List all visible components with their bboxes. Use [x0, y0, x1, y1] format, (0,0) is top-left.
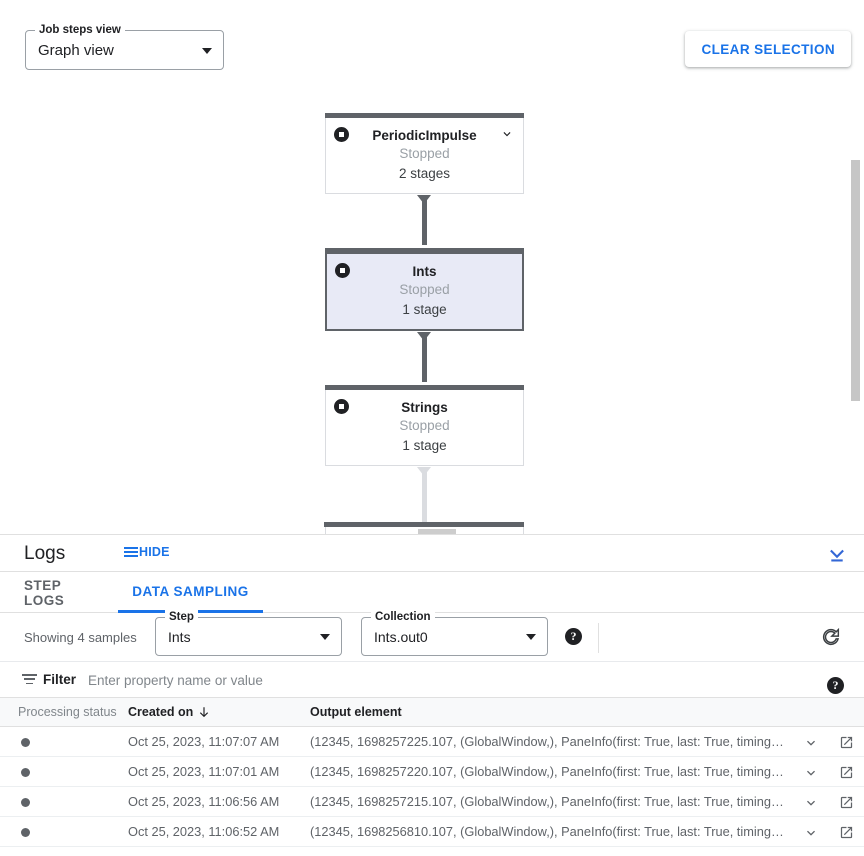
filter-row: Filter: [0, 662, 864, 698]
collection-select[interactable]: Collection Ints.out0: [361, 610, 548, 656]
graph-node-periodicimpulse[interactable]: PeriodicImpulse Stopped 2 stages: [325, 113, 524, 194]
expand-row-chevron-down-icon[interactable]: [803, 825, 819, 841]
graph-edge-strings-next: [417, 467, 431, 522]
hide-logs-label: HIDE: [139, 545, 170, 559]
stop-icon: [334, 399, 349, 414]
graph-canvas[interactable]: PeriodicImpulse Stopped 2 stages Ints St…: [0, 92, 864, 534]
open-in-new-icon[interactable]: [839, 735, 854, 750]
collapse-panel-button[interactable]: [825, 543, 849, 567]
cell-created-on: Oct 25, 2023, 11:07:01 AM: [128, 764, 280, 779]
graph-horizontal-scrollbar-thumb[interactable]: [418, 529, 456, 534]
hamburger-icon: [124, 546, 138, 558]
cell-output-element: (12345, 1698256810.107, (GlobalWindow,),…: [310, 824, 784, 839]
node-status: Stopped: [399, 418, 450, 433]
graph-node-strings[interactable]: Strings Stopped 1 stage: [325, 385, 524, 466]
filter-label: Filter: [43, 672, 77, 687]
chevron-down-icon: [202, 48, 212, 54]
processing-status-dot-icon: [21, 828, 30, 837]
step-select[interactable]: Step Ints: [155, 610, 342, 656]
expand-row-chevron-down-icon[interactable]: [803, 795, 819, 811]
table-row[interactable]: Oct 25, 2023, 11:06:56 AM (12345, 169825…: [0, 787, 864, 817]
node-title: PeriodicImpulse: [372, 128, 477, 143]
logs-panel: Logs HIDE STEP LOGS DATA SAMPLING Showin…: [0, 534, 864, 856]
processing-status-dot-icon: [21, 768, 30, 777]
node-stages: 2 stages: [398, 166, 451, 181]
controls-divider: [598, 623, 599, 653]
job-steps-view-value: Graph view: [38, 42, 114, 59]
cell-created-on: Oct 25, 2023, 11:06:56 AM: [128, 794, 280, 809]
open-in-new-icon[interactable]: [839, 765, 854, 780]
tab-data-sampling[interactable]: DATA SAMPLING: [118, 572, 263, 613]
step-select-value: Ints: [168, 629, 191, 645]
table-row[interactable]: Oct 25, 2023, 11:07:01 AM (12345, 169825…: [0, 757, 864, 787]
expand-row-chevron-down-icon[interactable]: [803, 735, 819, 751]
hide-logs-button[interactable]: HIDE: [124, 545, 170, 559]
node-top-bar: [325, 113, 524, 118]
node-stages: 1 stage: [402, 302, 447, 317]
collection-select-value: Ints.out0: [374, 629, 428, 645]
collection-select-label: Collection: [371, 610, 435, 624]
table-row[interactable]: Oct 25, 2023, 11:06:52 AM (12345, 169825…: [0, 817, 864, 847]
node-top-bar: [325, 248, 524, 254]
node-title: Strings: [401, 400, 448, 415]
filter-help-icon[interactable]: ?: [827, 677, 844, 694]
job-steps-view-select[interactable]: Job steps view Graph view: [25, 23, 224, 70]
showing-samples-text: Showing 4 samples: [24, 630, 137, 645]
open-in-new-icon[interactable]: [839, 795, 854, 810]
refresh-icon[interactable]: [820, 626, 842, 648]
node-stages: 1 stage: [402, 438, 447, 453]
filter-input[interactable]: [86, 662, 786, 698]
graph-vertical-scrollbar[interactable]: [851, 0, 862, 534]
open-in-new-icon[interactable]: [839, 825, 854, 840]
graph-node-ints[interactable]: Ints Stopped 1 stage: [325, 248, 524, 331]
graph-node-partial-top-bar: [324, 522, 524, 527]
cell-created-on: Oct 25, 2023, 11:07:07 AM: [128, 734, 280, 749]
node-status: Stopped: [399, 146, 450, 161]
node-top-bar: [325, 385, 524, 390]
step-select-label: Step: [165, 610, 198, 624]
processing-status-dot-icon: [21, 738, 30, 747]
logs-title: Logs: [24, 543, 66, 564]
data-sampling-controls: Showing 4 samples Step Ints Collection I…: [0, 610, 864, 662]
column-header-processing-status[interactable]: Processing status: [18, 705, 117, 719]
logs-panel-header: Logs HIDE: [0, 535, 864, 572]
chevron-down-icon: [320, 634, 330, 640]
stop-icon: [335, 263, 350, 278]
cell-created-on: Oct 25, 2023, 11:06:52 AM: [128, 824, 280, 839]
cell-output-element: (12345, 1698257220.107, (GlobalWindow,),…: [310, 764, 784, 779]
graph-toolbar: Job steps view Graph view CLEAR SELECTIO…: [0, 0, 864, 92]
expand-row-chevron-down-icon[interactable]: [803, 765, 819, 781]
samples-table-body: Oct 25, 2023, 11:07:07 AM (12345, 169825…: [0, 727, 864, 847]
stop-icon: [334, 127, 349, 142]
logs-tabs: STEP LOGS DATA SAMPLING: [0, 572, 864, 613]
table-row[interactable]: Oct 25, 2023, 11:07:07 AM (12345, 169825…: [0, 727, 864, 757]
cell-output-element: (12345, 1698257215.107, (GlobalWindow,),…: [310, 794, 784, 809]
graph-edge-ints-strings: [417, 332, 431, 382]
chevron-down-icon[interactable]: [500, 127, 514, 141]
help-icon[interactable]: ?: [565, 628, 582, 645]
samples-table-header: Processing status Created on Output elem…: [0, 698, 864, 727]
node-title: Ints: [412, 264, 437, 279]
cell-output-element: (12345, 1698257225.107, (GlobalWindow,),…: [310, 734, 784, 749]
clear-selection-button[interactable]: CLEAR SELECTION: [685, 31, 851, 67]
job-steps-view-label: Job steps view: [35, 23, 125, 37]
processing-status-dot-icon: [21, 798, 30, 807]
column-header-output-element[interactable]: Output element: [310, 705, 402, 719]
filter-icon: [22, 674, 37, 685]
job-graph-panel: Job steps view Graph view CLEAR SELECTIO…: [0, 0, 864, 534]
column-header-created-on[interactable]: Created on: [128, 705, 194, 719]
tab-step-logs[interactable]: STEP LOGS: [24, 577, 65, 608]
graph-edge-periodicimpulse-ints: [417, 195, 431, 245]
sort-descending-icon[interactable]: [197, 705, 211, 720]
graph-vertical-scrollbar-thumb[interactable]: [851, 160, 860, 401]
chevron-down-icon: [526, 634, 536, 640]
node-status: Stopped: [399, 282, 450, 297]
